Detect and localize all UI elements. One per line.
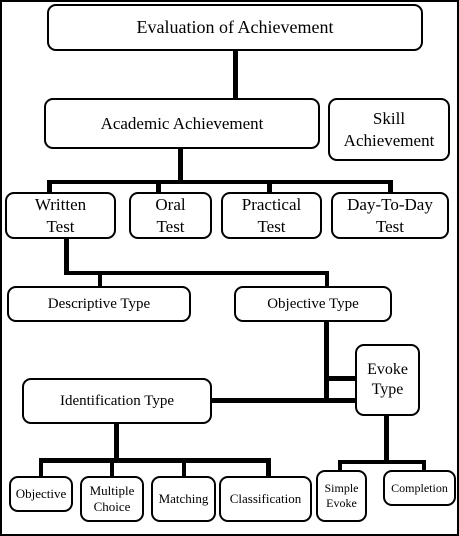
academic-achievement-node: Academic Achievement: [44, 98, 320, 149]
skill-achievement-node: Skill Achievement: [328, 98, 450, 161]
matching-node: Matching: [151, 476, 216, 522]
evoke-type-node: Evoke Type: [355, 344, 420, 416]
connector-line: [178, 148, 183, 182]
connector-line: [388, 180, 393, 194]
oral-test-node: Oral Test: [129, 192, 212, 239]
connector-line: [47, 180, 393, 184]
connector-line: [325, 271, 329, 288]
objective-type-node: Objective Type: [234, 286, 392, 322]
connector-line: [47, 180, 52, 194]
connector-line: [338, 460, 342, 472]
classification-node: Classification: [219, 476, 312, 522]
simple-evoke-node: Simple Evoke: [316, 470, 367, 522]
connector-line: [384, 415, 389, 463]
connector-line: [267, 180, 272, 194]
connector-line: [39, 458, 43, 478]
connector-line: [324, 320, 329, 402]
connector-line: [39, 458, 271, 463]
connector-line: [324, 376, 358, 381]
connector-line: [338, 460, 426, 464]
connector-line: [114, 423, 119, 461]
objective-node: Objective: [9, 476, 73, 512]
root-node: Evaluation of Achievement: [47, 4, 423, 51]
connector-line: [110, 458, 114, 478]
connector-line: [182, 458, 186, 478]
written-test-node: Written Test: [5, 192, 116, 239]
multiple-choice-node: Multiple Choice: [80, 476, 144, 522]
day-to-day-test-node: Day-To-Day Test: [331, 192, 449, 239]
practical-test-node: Practical Test: [221, 192, 322, 239]
connector-line: [156, 180, 161, 194]
identification-type-node: Identification Type: [22, 378, 212, 424]
completion-node: Completion: [383, 470, 456, 506]
connector-line: [64, 271, 329, 275]
descriptive-type-node: Descriptive Type: [7, 286, 191, 322]
connector-line: [210, 398, 358, 403]
connector-line: [233, 50, 238, 99]
connector-line: [98, 271, 102, 288]
connector-line: [266, 458, 271, 478]
connector-line: [64, 238, 69, 273]
connector-line: [422, 460, 426, 472]
